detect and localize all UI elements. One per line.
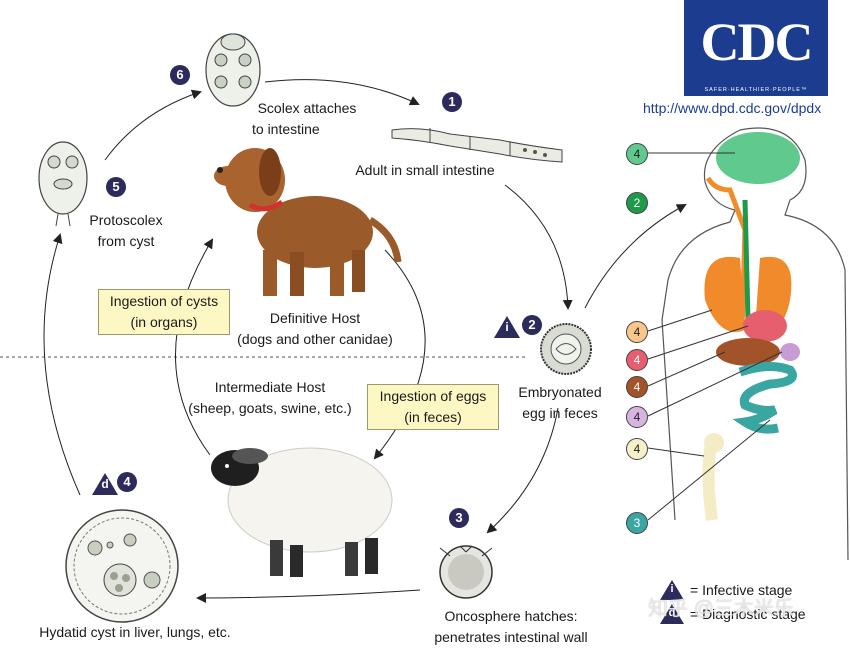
diagnostic-stage-triangle-icon: [92, 473, 118, 495]
arrow-2-to-3: [486, 407, 559, 534]
legend-diagnostic-badge: d: [668, 607, 676, 619]
stage-1-number: 1: [442, 92, 462, 112]
stage-5-line1: Protoscolex: [89, 212, 163, 228]
stage-2-label: Embryonated egg in feces: [505, 382, 615, 424]
stage-3-line2: penetrates intestinal wall: [434, 629, 588, 645]
sheep-illustration: [211, 447, 393, 577]
human-marker-liver: 4: [626, 376, 648, 398]
stage-4-number: 4: [117, 472, 137, 492]
arrow-6-to-1: [264, 79, 420, 106]
cdc-logo: CDC SAFER·HEALTHIER·PEOPLE™: [684, 0, 828, 96]
source-url[interactable]: http://www.dpd.cdc.gov/dpdx: [643, 100, 822, 116]
ingestion-of-eggs-note: Ingestion of eggs (in feces): [367, 384, 499, 430]
oncosphere-illustration: [439, 545, 493, 599]
human-marker-spleen: 4: [626, 406, 648, 428]
legend-diagnostic-triangle-icon: [660, 604, 684, 624]
arrow-1-to-2: [504, 184, 573, 310]
arrow-5-to-6: [104, 89, 202, 161]
definitive-host-title: Definitive Host: [269, 310, 361, 326]
arrow-2-to-human: [584, 204, 687, 309]
arrow-3-to-4: [196, 589, 421, 603]
legend-diagnostic-text: = Diagnostic stage: [690, 606, 806, 622]
protoscolex-illustration: [38, 141, 88, 227]
stage-6-number: 6: [170, 65, 190, 85]
stage-5-label: Protoscolex from cyst: [76, 210, 176, 252]
human-body-illustration: [661, 127, 849, 561]
stage-3-label: Oncosphere hatches: penetrates intestina…: [416, 606, 606, 648]
hydatid-cyst-illustration: [65, 509, 179, 623]
human-leader-lines: [647, 152, 783, 521]
adult-worm-illustration: [391, 128, 563, 163]
definitive-host-sub: (dogs and other canidae): [237, 331, 393, 347]
stage-2-infective-badge: i: [505, 320, 509, 334]
stage-2-number: 2: [522, 315, 542, 335]
definitive-host-label: Definitive Host (dogs and other canidae): [220, 308, 410, 350]
human-marker-ingestion: 2: [626, 192, 648, 214]
stage-4-label: Hydatid cyst in liver, lungs, etc.: [39, 624, 231, 640]
ingestion-cysts-line1: Ingestion of cysts: [109, 293, 219, 309]
human-marker-heart: 4: [626, 349, 648, 371]
arrow-4-to-5: [43, 233, 81, 496]
dog-illustration: [214, 148, 402, 296]
stage-6-line2: to intestine: [252, 121, 320, 137]
stage-1-label: Adult in small intestine: [355, 162, 495, 178]
ingestion-eggs-line2: (in feces): [404, 409, 462, 425]
intermediate-host-sub: (sheep, goats, swine, etc.): [188, 400, 352, 416]
ingestion-cysts-line2: (in organs): [130, 314, 198, 330]
human-marker-intestine: 3: [626, 512, 648, 534]
stage-2-line2: egg in feces: [522, 405, 598, 421]
legend-infective-triangle-icon: [660, 580, 684, 600]
stage-3-line1: Oncosphere hatches:: [444, 608, 578, 624]
cdc-logo-text: CDC: [700, 12, 814, 72]
ingestion-of-cysts-note: Ingestion of cysts (in organs): [98, 289, 230, 335]
intermediate-host-label: Intermediate Host (sheep, goats, swine, …: [175, 377, 365, 419]
legend-infective-text: = Infective stage: [690, 582, 793, 598]
scolex-illustration: [205, 33, 261, 107]
stage-5-number: 5: [106, 177, 126, 197]
watermark: 知乎 @三木米乐: [648, 598, 794, 620]
legend-infective-badge: i: [670, 583, 674, 595]
stage-3-number: 3: [449, 508, 469, 528]
egg-illustration: [540, 323, 592, 375]
legend: i = Infective stage d = Diagnostic stage: [660, 578, 850, 628]
human-marker-lungs: 4: [626, 321, 648, 343]
stage-2-line1: Embryonated: [518, 384, 602, 400]
infective-stage-triangle-icon: [494, 316, 520, 338]
stage-4-diagnostic-badge: d: [101, 477, 109, 491]
cdc-logo-tagline: SAFER·HEALTHIER·PEOPLE™: [704, 87, 808, 93]
human-marker-brain: 4: [626, 143, 648, 165]
arrow-sheep-to-dog: [175, 238, 214, 456]
stage-5-line2: from cyst: [97, 233, 155, 249]
ingestion-eggs-line1: Ingestion of eggs: [379, 388, 487, 404]
human-marker-bone: 4: [626, 438, 648, 460]
intermediate-host-title: Intermediate Host: [214, 379, 326, 395]
stage-6-line1: Scolex attaches: [257, 100, 357, 116]
stage-6-label: Scolex attaches to intestine: [242, 98, 372, 140]
